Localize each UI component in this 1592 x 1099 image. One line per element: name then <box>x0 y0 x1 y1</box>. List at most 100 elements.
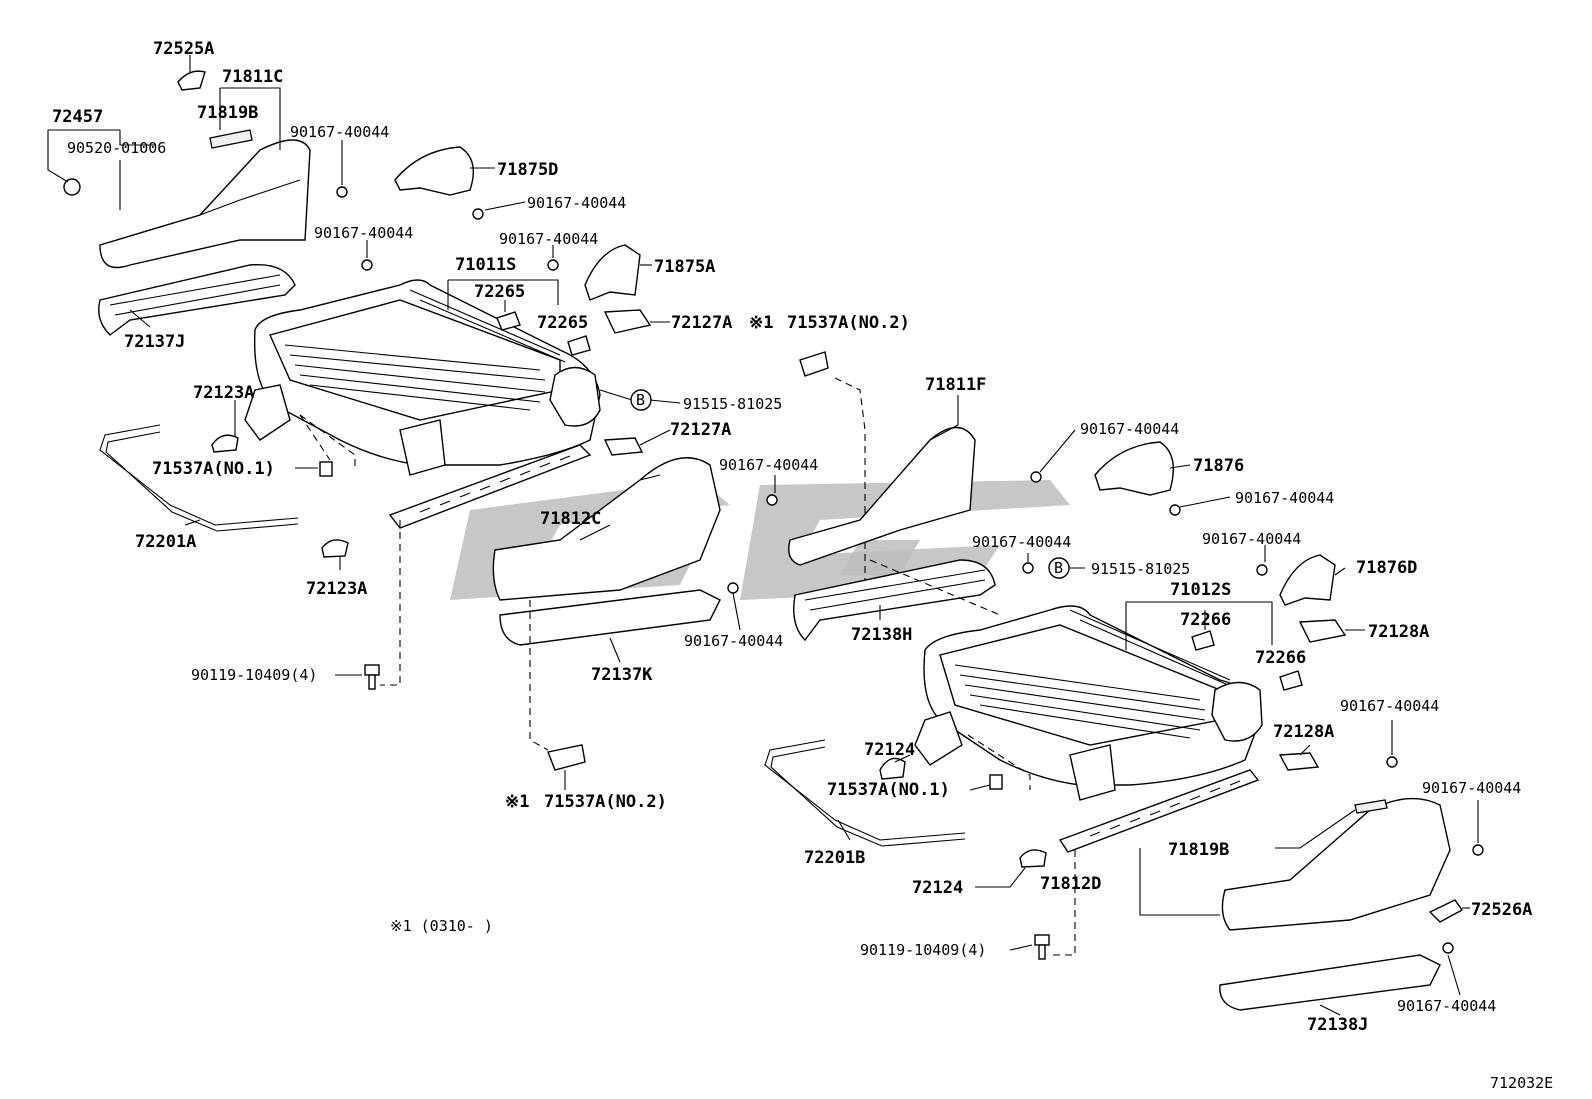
label-72201b: 72201B <box>804 848 865 868</box>
label-71537a-no2: 71537A(NO.2) <box>787 313 910 333</box>
label-91515-81025: 91515-81025 <box>683 395 782 413</box>
label-72124: 72124 <box>912 878 963 898</box>
label-90520-01006: 90520-01006 <box>67 139 166 157</box>
label-71876d: 71876D <box>1356 558 1417 578</box>
part-71537a-no1-right <box>989 774 1003 790</box>
part-90119-bolt-right <box>1034 934 1050 960</box>
label-72266: 72266 <box>1180 610 1231 630</box>
label-72138j: 72138J <box>1307 1015 1368 1035</box>
part-71537a-no1 <box>319 461 333 477</box>
label-71819b: 71819B <box>1168 840 1229 860</box>
left-seat-assembly <box>244 279 601 529</box>
label-71012s: 71012S <box>1170 580 1231 600</box>
dashed-guide-right <box>1050 850 1076 956</box>
part-labels: 72525A 71811C 72457 71819B 90167-40044 9… <box>52 39 1553 1092</box>
marker-b-left: B <box>630 389 652 411</box>
part-72137j-cover <box>98 263 296 336</box>
marker-b-right: B <box>1048 557 1070 579</box>
label-72137k: 72137K <box>591 665 653 685</box>
note-asterisk-date: ※1 (0310- ) <box>390 917 493 935</box>
label-90167-40044: 90167-40044 <box>1202 530 1301 548</box>
part-72124-top <box>879 757 906 780</box>
label-90167-40044: 90167-40044 <box>1080 420 1179 438</box>
label-asterisk-note: ※1 <box>749 313 773 333</box>
label-90167-40044: 90167-40044 <box>684 632 783 650</box>
label-72526a: 72526A <box>1471 900 1532 920</box>
right-seat-assembly <box>914 605 1263 853</box>
label-72124: 72124 <box>864 740 915 760</box>
label-90119-10409: 90119-10409(4) <box>191 666 317 684</box>
part-72457 <box>63 178 81 196</box>
label-72128a: 72128A <box>1273 722 1334 742</box>
label-71819b: 71819B <box>197 103 258 123</box>
part-71537a-no2-bottom <box>547 744 586 771</box>
label-71812c: 71812C <box>540 509 601 529</box>
part-71819b-left <box>209 129 253 149</box>
label-72265: 72265 <box>537 313 588 333</box>
part-90119-bolt-left <box>364 664 380 690</box>
marker-b-label: B <box>636 391 645 409</box>
part-71875d <box>394 146 474 196</box>
part-71811c-cover <box>99 139 311 269</box>
part-72127a-top <box>603 309 652 334</box>
label-71875a: 71875A <box>654 257 715 277</box>
label-90167-40044: 90167-40044 <box>1422 779 1521 797</box>
label-71011s: 71011S <box>455 255 516 275</box>
label-90167-40044: 90167-40044 <box>499 230 598 248</box>
part-72526a <box>1428 899 1464 923</box>
part-72138j-cushion <box>1219 954 1441 1011</box>
label-asterisk-note: ※1 <box>505 792 529 812</box>
part-71876d <box>1279 554 1336 606</box>
part-72525a <box>177 70 206 91</box>
label-71811c: 71811C <box>222 67 283 87</box>
label-72138h: 72138H <box>851 625 912 645</box>
diagram-id: 712032E <box>1490 1074 1553 1092</box>
label-72525a: 72525A <box>153 39 214 59</box>
label-72127a: 72127A <box>670 420 731 440</box>
label-90167-40044: 90167-40044 <box>314 224 413 242</box>
part-71812d-cushion <box>1221 797 1451 931</box>
label-71537a-no1: 71537A(NO.1) <box>827 780 950 800</box>
marker-b-label: B <box>1054 559 1063 577</box>
label-71812d: 71812D <box>1040 874 1101 894</box>
label-72137j: 72137J <box>124 332 185 352</box>
label-72201a: 72201A <box>135 532 196 552</box>
part-72128a-top <box>1298 619 1347 643</box>
label-71537a-no1: 71537A(NO.1) <box>152 459 275 479</box>
label-72457: 72457 <box>52 107 103 127</box>
part-72138h-cover <box>793 559 996 642</box>
part-72123a-bottom <box>321 539 349 558</box>
part-71811f-cover <box>788 426 976 566</box>
leader-lines <box>47 55 1479 1016</box>
label-72123a: 72123A <box>193 383 254 403</box>
part-72123a-top <box>211 434 239 453</box>
label-91515-81025: 91515-81025 <box>1091 560 1190 578</box>
fastener-clips <box>336 186 1484 954</box>
part-72124-bottom <box>1019 849 1047 868</box>
label-72128a: 72128A <box>1368 622 1429 642</box>
part-72127a <box>603 437 644 456</box>
label-90167-40044: 90167-40044 <box>972 533 1071 551</box>
label-90167-40044: 90167-40044 <box>290 123 389 141</box>
label-90167-40044: 90167-40044 <box>1235 489 1334 507</box>
part-71819b-right <box>1354 799 1388 814</box>
label-72265: 72265 <box>474 282 525 302</box>
part-71875a <box>584 244 641 301</box>
part-71876 <box>1094 441 1174 496</box>
part-72201b-bar <box>764 739 966 841</box>
label-71876: 71876 <box>1193 456 1244 476</box>
label-90167-40044: 90167-40044 <box>719 456 818 474</box>
label-71537a-no2: 71537A(NO.2) <box>544 792 667 812</box>
part-71812c-cushion <box>492 457 721 601</box>
label-71875d: 71875D <box>497 160 558 180</box>
label-90119-10409: 90119-10409(4) <box>860 941 986 959</box>
part-71537a-no2-top <box>799 351 829 377</box>
part-72128a <box>1278 752 1320 771</box>
part-72201a-bar <box>99 424 299 526</box>
label-90167-40044: 90167-40044 <box>1340 697 1439 715</box>
label-72127a: 72127A <box>671 313 732 333</box>
label-71811f: 71811F <box>925 375 986 395</box>
label-90167-40044: 90167-40044 <box>527 194 626 212</box>
part-72137k-cushion <box>499 589 721 646</box>
